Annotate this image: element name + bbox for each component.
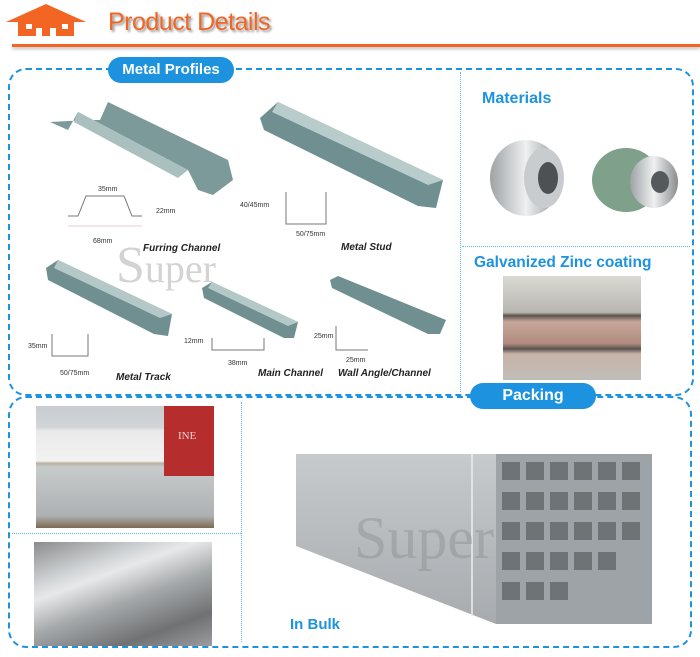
product-caption: Wall Angle/Channel — [338, 368, 431, 379]
dim-label: 12mm — [184, 338, 204, 345]
metal-stud-diagram — [285, 192, 327, 225]
furring-channel-diagram — [68, 195, 142, 227]
in-bulk-label: In Bulk — [290, 616, 341, 633]
row-divider — [462, 246, 690, 247]
container-text: INE — [178, 430, 197, 442]
product-caption: Metal Track — [116, 372, 171, 383]
page-header: Product Details — [0, 0, 700, 50]
house-logo-icon — [6, 4, 86, 36]
dim-label: 22mm — [156, 208, 176, 215]
page-title: Product Details — [108, 8, 271, 36]
zinc-coating-photo — [503, 276, 641, 380]
dim-label: 50/75mm — [296, 231, 326, 238]
main-channel-diagram — [211, 338, 265, 351]
main-channel-image — [202, 282, 298, 338]
wall-angle-image — [330, 276, 446, 334]
dim-label: 35mm — [98, 186, 118, 193]
product-caption: Main Channel — [258, 368, 324, 379]
packing-heading: Packing — [470, 383, 596, 409]
furring-channel-image — [50, 102, 233, 195]
metal-track-image — [46, 260, 172, 336]
watermark: Super — [354, 505, 494, 571]
bulk-profiles-image — [296, 454, 652, 624]
column-divider — [460, 72, 461, 392]
steel-coils-image — [490, 140, 678, 216]
packed-pallet-photo: INE — [36, 406, 214, 528]
dim-label: 68mm — [93, 238, 113, 245]
watermark: Super — [116, 237, 216, 294]
shipping-container: INE — [164, 406, 214, 476]
column-divider — [241, 402, 242, 642]
row-divider — [12, 533, 241, 534]
dim-label: 25mm — [314, 333, 334, 340]
dim-label: 25mm — [346, 357, 366, 364]
metal-stud-image — [260, 102, 443, 208]
product-info-panel — [8, 68, 694, 396]
metal-profiles-heading: Metal Profiles — [108, 57, 234, 83]
product-caption: Metal Stud — [341, 242, 392, 253]
zinc-coating-heading: Galvanized Zinc coating — [474, 254, 652, 271]
wall-angle-diagram — [335, 326, 368, 351]
product-caption: Furring Channel — [143, 243, 221, 254]
dim-label: 50/75mm — [60, 370, 90, 377]
materials-heading: Materials — [482, 90, 552, 107]
stacked-profiles-photo — [34, 542, 212, 646]
header-divider — [12, 44, 700, 47]
metal-track-diagram — [51, 334, 89, 357]
dim-label: 40/45mm — [240, 202, 270, 209]
dim-label: 35mm — [28, 343, 48, 350]
dim-label: 38mm — [228, 360, 248, 367]
packing-panel — [8, 396, 692, 648]
